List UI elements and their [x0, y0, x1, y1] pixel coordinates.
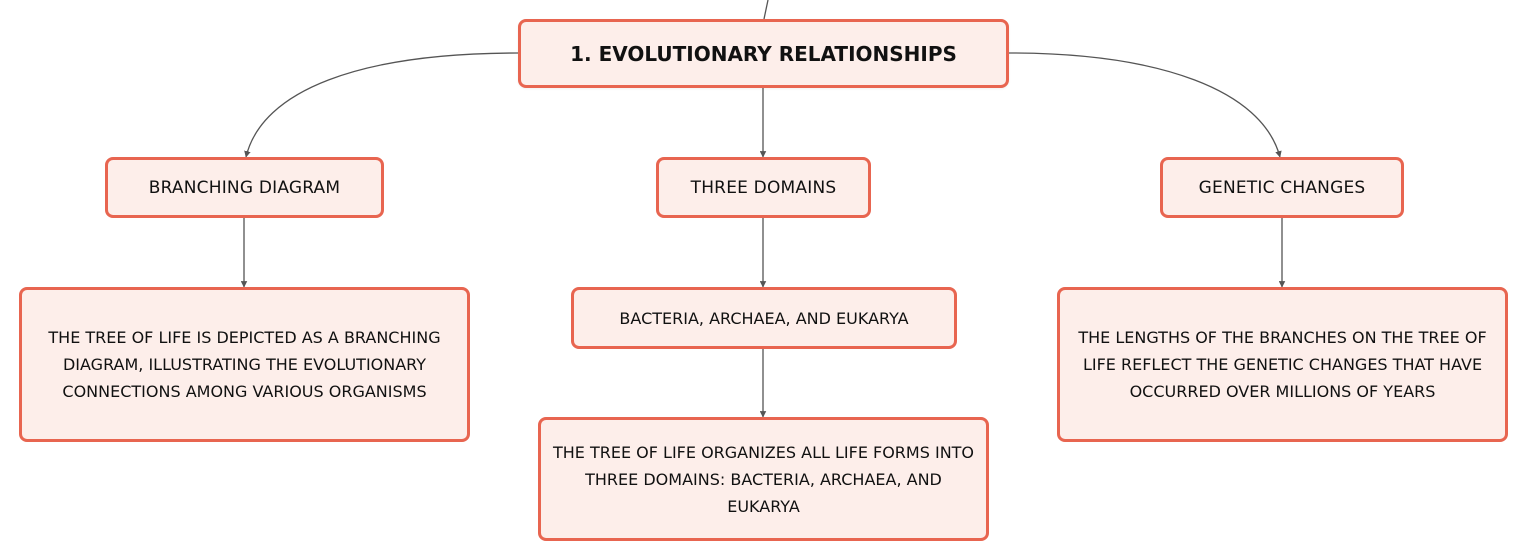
connector-parent-to-root: [763, 0, 769, 20]
topic-node-branching-diagram[interactable]: BRANCHING DIAGRAM: [105, 157, 384, 218]
detail-node-branching-diagram[interactable]: THE TREE OF LIFE IS DEPICTED AS A BRANCH…: [19, 287, 470, 442]
subdetail-node-three-domains[interactable]: THE TREE OF LIFE ORGANIZES ALL LIFE FORM…: [538, 417, 989, 541]
subdetail-node-text: THE TREE OF LIFE ORGANIZES ALL LIFE FORM…: [552, 442, 975, 516]
detail-node-text: THE LENGTHS OF THE BRANCHES ON THE TREE …: [1078, 328, 1487, 401]
detail-node-text: BACTERIA, ARCHAEA, AND EUKARYA: [619, 308, 909, 328]
connector-root-to-branching-diagram: [244, 52, 519, 158]
topic-node-label: GENETIC CHANGES: [1198, 177, 1366, 198]
detail-node-text: THE TREE OF LIFE IS DEPICTED AS A BRANCH…: [48, 328, 441, 401]
topic-node-label: BRANCHING DIAGRAM: [148, 177, 341, 198]
topic-node-label: THREE DOMAINS: [690, 177, 837, 198]
connector-root-to-genetic-changes: [1008, 52, 1282, 158]
detail-node-three-domains[interactable]: BACTERIA, ARCHAEA, AND EUKARYA: [571, 287, 957, 349]
topic-node-genetic-changes[interactable]: GENETIC CHANGES: [1160, 157, 1404, 218]
root-node-label: 1. EVOLUTIONARY RELATIONSHIPS: [570, 41, 957, 66]
root-node[interactable]: 1. EVOLUTIONARY RELATIONSHIPS: [518, 19, 1009, 88]
topic-node-three-domains[interactable]: THREE DOMAINS: [656, 157, 871, 218]
detail-node-genetic-changes[interactable]: THE LENGTHS OF THE BRANCHES ON THE TREE …: [1057, 287, 1508, 442]
